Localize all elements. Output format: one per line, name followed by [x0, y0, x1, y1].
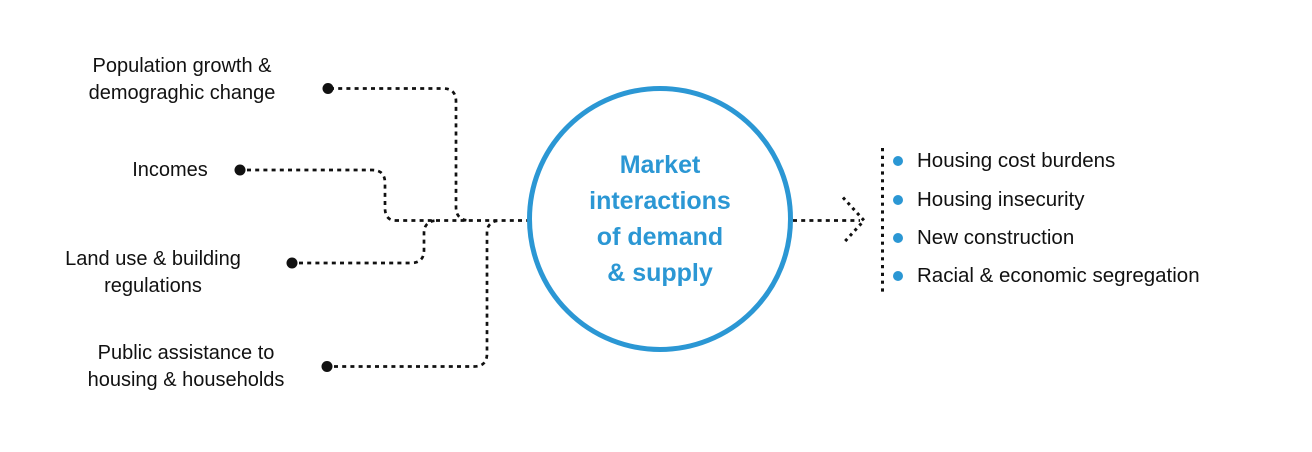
connector-dot-public-assistance	[321, 361, 333, 372]
input-label-line: demograghic change	[88, 82, 276, 104]
connector-line-public-assistance	[334, 219, 501, 368]
bullet-icon	[893, 156, 903, 167]
circle-text-line: Market	[619, 151, 701, 179]
bullet-icon	[893, 194, 903, 205]
outcomes-list: Housing cost burdens Housing insecurity …	[893, 142, 1200, 296]
input-label-line: regulations	[104, 275, 202, 297]
input-label-land-use: Land use & building regulations	[33, 246, 273, 300]
input-label-line: Population growth &	[92, 55, 272, 77]
input-label-line: Incomes	[132, 159, 208, 181]
bullet-icon	[893, 232, 903, 243]
connector-dot-incomes	[234, 164, 246, 176]
connector-dot-land-use	[286, 257, 298, 269]
outcome-text: Racial & economic segregation	[917, 264, 1200, 288]
circle-text-line: of demand	[596, 223, 724, 251]
arrow-right-icon	[841, 196, 867, 245]
outcome-item: Housing cost burdens	[893, 142, 1200, 180]
outcome-item: New construction	[893, 219, 1200, 257]
outcome-item: Housing insecurity	[893, 180, 1200, 218]
market-interactions-circle: Market interactions of demand & supply	[527, 86, 793, 352]
outcome-text: Housing insecurity	[917, 187, 1085, 211]
connector-line-land-use	[299, 219, 438, 265]
bullet-icon	[893, 271, 903, 282]
outcome-text: New construction	[917, 225, 1075, 249]
circle-text-line: interactions	[589, 187, 731, 215]
input-label-public-assistance: Public assistance to housing & household…	[46, 340, 326, 394]
input-label-line: Public assistance to	[97, 342, 275, 364]
connector-line-population-growth	[330, 87, 469, 222]
connector-line-incomes	[247, 168, 396, 222]
input-label-line: housing & households	[87, 369, 285, 391]
outcome-item: Racial & economic segregation	[893, 257, 1200, 295]
input-label-line: Land use & building	[65, 248, 241, 270]
input-label-population-growth: Population growth & demograghic change	[42, 53, 322, 107]
circle-text-line: & supply	[607, 259, 713, 287]
connector-dot-population-growth	[322, 83, 334, 94]
outcome-text: Housing cost burdens	[917, 149, 1116, 173]
input-label-incomes: Incomes	[60, 157, 280, 184]
